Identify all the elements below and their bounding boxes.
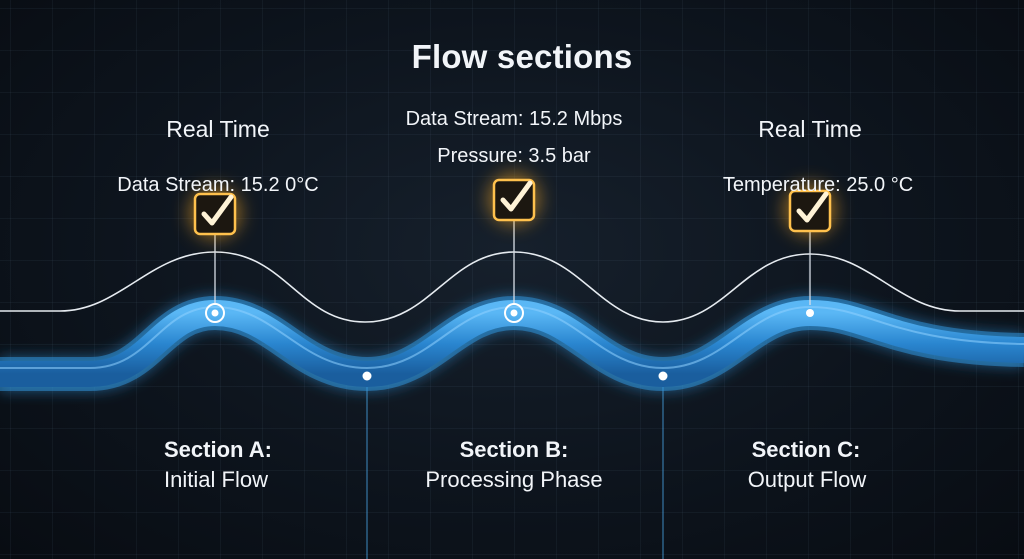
- section-c-title: Section C:: [751, 437, 861, 462]
- band-node-valley-a: [362, 371, 372, 381]
- diagram-title: Flow sections: [411, 38, 633, 75]
- band-node-a: [205, 303, 225, 323]
- checkbox-checked-icon: [189, 187, 241, 239]
- band-node-valley-b: [658, 371, 668, 381]
- marker-c-header: Real Time: [758, 116, 862, 142]
- marker-a-reading: Data Stream: 15.2 0°C: [117, 174, 319, 196]
- band-node-c: [806, 309, 814, 317]
- checkbox-checked-icon: [488, 173, 540, 225]
- section-a-title: Section A:: [164, 437, 272, 462]
- flow-band: [0, 295, 1024, 392]
- checkbox-checked-icon: [784, 184, 836, 236]
- marker-b-reading-2: Pressure: 3.5 bar: [437, 145, 591, 167]
- marker-b-reading-1: Data Stream: 15.2 Mbps: [405, 108, 623, 130]
- section-b-subtitle: Processing Phase: [425, 467, 603, 492]
- section-b-title: Section B:: [459, 437, 569, 462]
- section-c-subtitle: Output Flow: [747, 467, 867, 492]
- flow-band-highlight: [0, 305, 1024, 370]
- marker-c-reading: Temperature: 25.0 °C: [722, 174, 914, 196]
- marker-a-header: Real Time: [166, 116, 270, 142]
- section-a-subtitle: Initial Flow: [164, 467, 268, 492]
- band-node-b: [504, 303, 524, 323]
